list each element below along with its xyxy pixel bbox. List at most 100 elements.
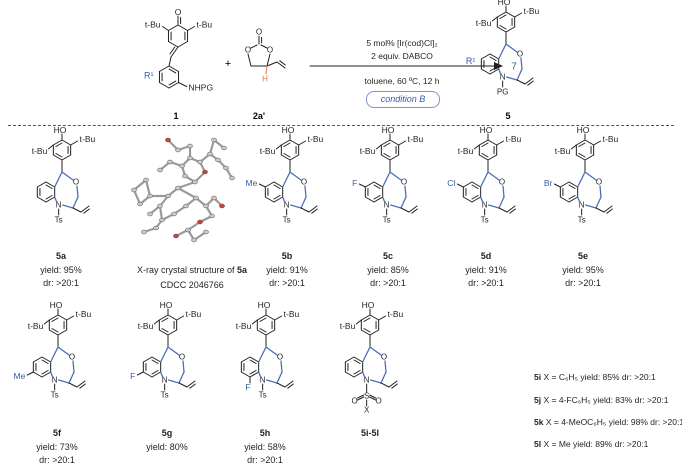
atom-label-o: O xyxy=(277,353,283,362)
bond-147 xyxy=(364,181,375,188)
bond-337 xyxy=(369,329,380,336)
bond-183 xyxy=(462,196,473,203)
compound-label-5f: 5f xyxy=(52,428,62,438)
bond-171 xyxy=(481,152,489,158)
bond-87 xyxy=(45,194,53,200)
bond-34 xyxy=(279,60,286,66)
atom-label-ring_size: 7 xyxy=(511,62,517,73)
compound-label-5d: 5d xyxy=(480,251,492,261)
bond-20 xyxy=(168,80,177,86)
bond-342 xyxy=(378,315,387,321)
bond-79 xyxy=(70,140,79,146)
bond-307 xyxy=(265,314,276,321)
atom-label-o: O xyxy=(175,7,182,17)
bond-270 xyxy=(161,327,169,333)
bond-211 xyxy=(570,144,577,150)
bond-362 xyxy=(391,383,398,389)
bond-60 xyxy=(505,43,518,53)
atom-label-tbu: t-Bu xyxy=(555,146,571,156)
compound-result-5a-0: yield: 95% xyxy=(40,265,82,275)
bond-73 xyxy=(55,152,63,158)
atom-label-tbu: t-Bu xyxy=(476,18,492,28)
bond-93 xyxy=(76,185,79,198)
bond-127 xyxy=(290,204,302,209)
bond-191 xyxy=(502,185,505,198)
bond-48 xyxy=(491,16,498,22)
bond-189 xyxy=(480,171,489,188)
bond-152 xyxy=(373,194,381,200)
bond-243 xyxy=(66,315,75,321)
atom-label-ho: HO xyxy=(362,300,375,310)
bond-218 xyxy=(568,194,576,200)
bond-260 xyxy=(50,371,54,378)
bond-69 xyxy=(52,139,63,146)
bond-122 xyxy=(273,184,281,190)
bond-316 xyxy=(249,371,260,378)
bond-177 xyxy=(496,140,505,146)
compound-result-5d-1: dr: >20:1 xyxy=(468,278,504,288)
bond-216 xyxy=(559,196,570,203)
bond-205 xyxy=(584,154,595,161)
atom-label-o: O xyxy=(381,353,387,362)
atom-label-o: O xyxy=(267,46,273,55)
bond-10 xyxy=(187,26,196,31)
scheme-label-0: 1 xyxy=(173,111,178,121)
bond-7 xyxy=(177,24,189,31)
bond-254 xyxy=(41,359,49,365)
atom-label-s: S xyxy=(364,392,369,401)
bond-230 xyxy=(606,208,613,214)
atom-label-n: N xyxy=(384,201,390,210)
atom-label-ts: Ts xyxy=(259,391,267,400)
atom-label-f: F xyxy=(352,178,357,188)
bond-282 xyxy=(142,371,153,378)
atom-label-o: O xyxy=(245,46,251,55)
bond-3 xyxy=(167,41,179,48)
bond-360 xyxy=(380,382,390,388)
bond-99 xyxy=(83,208,90,214)
atom-label-o: O xyxy=(69,353,75,362)
atom-label-ts: Ts xyxy=(283,216,291,225)
bond-225 xyxy=(595,196,602,209)
compound-label-5a: 5a xyxy=(55,251,67,261)
bond-89 xyxy=(45,181,56,188)
bond-304 xyxy=(265,329,276,336)
compound-result-5f-1: dr: >20:1 xyxy=(39,455,75,465)
atom-label-n: N xyxy=(579,201,585,210)
bond-28 xyxy=(260,44,268,49)
bond-291 xyxy=(178,371,185,384)
bond-104 xyxy=(280,154,291,161)
atom-label-n: N xyxy=(500,73,506,82)
ccdc-number: CDCC 2046766 xyxy=(160,280,224,290)
bond-98 xyxy=(80,205,90,213)
section-divider xyxy=(8,125,674,126)
atom-label-tbu: t-Bu xyxy=(80,134,96,144)
bond-119 xyxy=(273,194,281,200)
bond-361 xyxy=(388,380,398,388)
bond-298 xyxy=(136,371,144,376)
bond-258 xyxy=(68,371,75,384)
bond-355 xyxy=(369,346,382,356)
bond-128 xyxy=(282,196,286,203)
bond-187 xyxy=(471,181,482,188)
bond-255 xyxy=(50,346,59,363)
bond-294 xyxy=(178,382,188,388)
bond-324 xyxy=(276,371,283,384)
atom-label-cl: Cl xyxy=(447,178,455,188)
bond-266 xyxy=(158,314,169,321)
bond-267 xyxy=(161,317,169,323)
atom-label-tbu: t-Bu xyxy=(138,321,154,331)
atom-label-ho: HO xyxy=(282,125,295,135)
atom-label-nhpg: NHPG xyxy=(189,83,214,93)
bond-67 xyxy=(527,80,534,86)
atom-label-tbu: t-Bu xyxy=(340,321,356,331)
bond-150 xyxy=(364,196,375,203)
bond-269 xyxy=(158,329,169,336)
atom-label-o: O xyxy=(352,397,358,406)
bond-27 xyxy=(250,44,258,49)
atom-label-ho: HO xyxy=(577,125,590,135)
atom-label-x: X xyxy=(364,406,370,415)
bond-256 xyxy=(57,346,70,356)
bond-65 xyxy=(516,79,526,85)
bond-220 xyxy=(568,181,579,188)
bond-229 xyxy=(603,205,613,213)
